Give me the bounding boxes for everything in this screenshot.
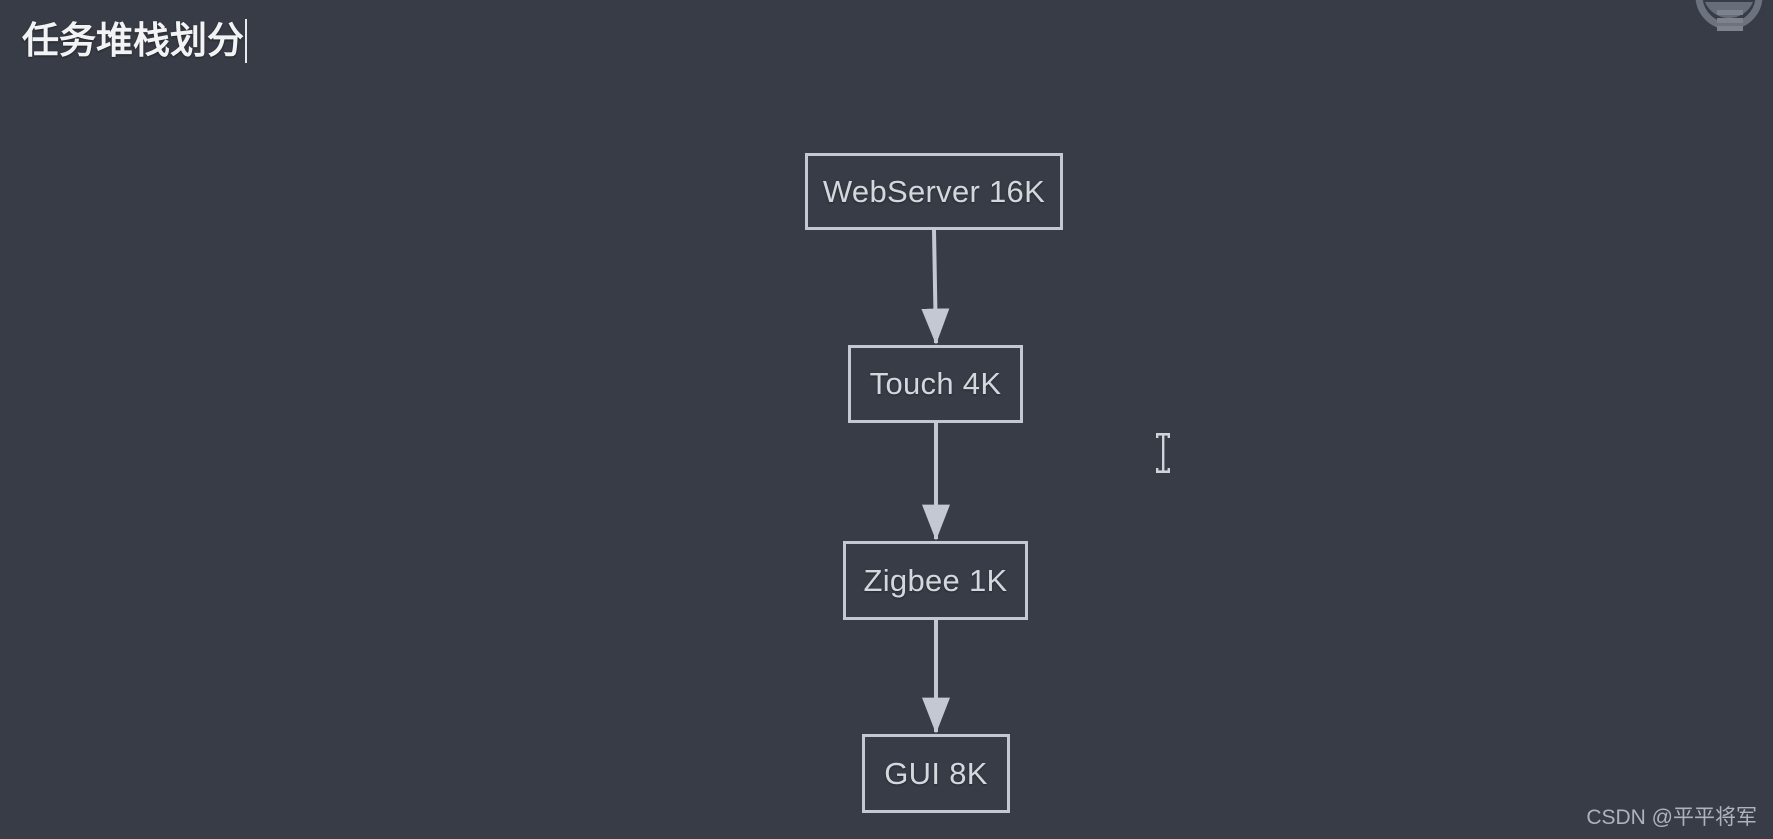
text-cursor-pointer xyxy=(1156,433,1170,473)
diagram-node-touch[interactable]: Touch 4K xyxy=(848,345,1023,423)
diagram-node-webserver[interactable]: WebServer 16K xyxy=(805,153,1063,230)
corner-badge-icon xyxy=(1695,0,1763,31)
diagram-node-label: WebServer 16K xyxy=(822,173,1046,209)
text-caret xyxy=(245,19,247,63)
diagram-node-label: GUI 8K xyxy=(884,755,988,791)
page-title[interactable]: 任务堆栈划分 xyxy=(22,18,247,64)
diagram-node-label: Zigbee 1K xyxy=(863,562,1008,598)
diagram-node-gui[interactable]: GUI 8K xyxy=(862,734,1010,813)
csdn-watermark: CSDN @平平将军 xyxy=(1586,806,1757,829)
diagram-node-label: Touch 4K xyxy=(869,366,1002,401)
diagram-node-zigbee[interactable]: Zigbee 1K xyxy=(843,541,1028,620)
page-title-text: 任务堆栈划分 xyxy=(22,20,244,61)
